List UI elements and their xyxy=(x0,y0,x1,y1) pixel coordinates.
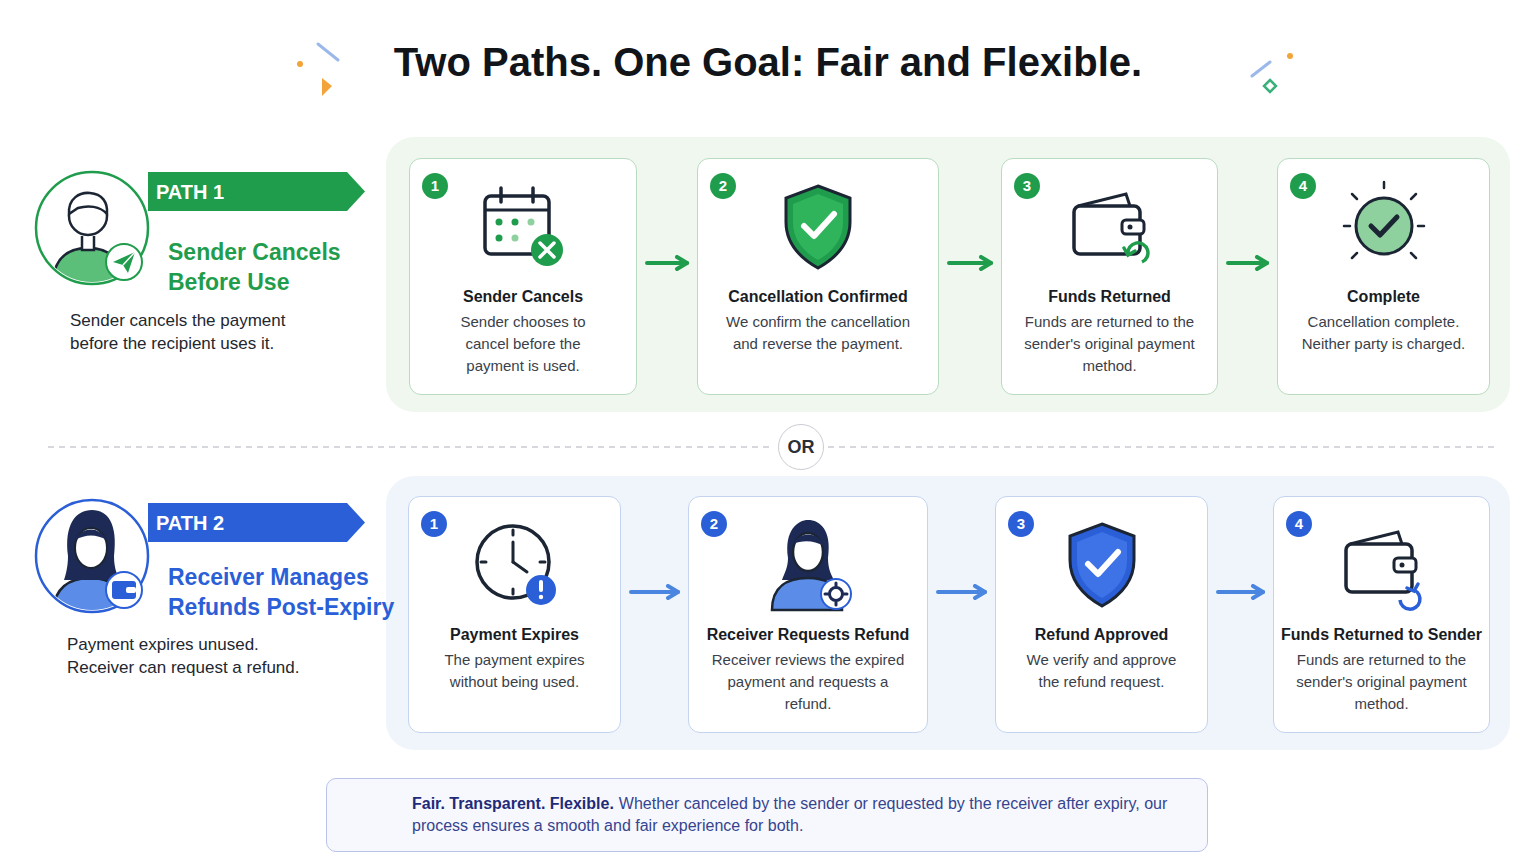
step-title: Receiver Requests Refund xyxy=(693,624,923,646)
step-box: Funds ReturnedFunds are returned to the … xyxy=(1001,158,1218,395)
step-description: Funds are returned to the sender's origi… xyxy=(1024,311,1196,377)
step-box: Refund Approved We verify and approve the… xyxy=(995,496,1208,733)
callout-number: 2 xyxy=(701,511,727,537)
step-description: The payment expires without being used. xyxy=(432,649,598,693)
step-description: Sender chooses to cancel before the paym… xyxy=(447,311,599,377)
step-box: Sender CancelsSender chooses to cancel b… xyxy=(409,158,637,395)
step-number: 1 xyxy=(421,511,447,537)
callout-number: 2 xyxy=(710,173,736,199)
path-heading: Receiver Manages Refunds Post-Expiry xyxy=(168,562,396,622)
step-box: Payment ExpiresThe payment expires witho… xyxy=(408,496,621,733)
step-number: 3 xyxy=(1014,173,1040,199)
path-heading: Sender Cancels Before Use xyxy=(168,237,368,297)
flow-arrow xyxy=(949,261,991,265)
step-description: We confirm the cancellation and reverse … xyxy=(715,311,921,355)
step-title: Sender Cancels xyxy=(414,286,632,308)
or-label: OR xyxy=(788,436,815,458)
step-box: CompleteCancellation complete. Neither p… xyxy=(1277,158,1490,395)
wallet-icon xyxy=(1332,514,1432,614)
step-title: Funds Returned xyxy=(1006,286,1213,308)
summary-box: Fair. Transparent. Flexible.Whether canc… xyxy=(326,778,1208,852)
path-tag: PATH 1 xyxy=(148,172,365,211)
step-number: 3 xyxy=(1008,511,1034,537)
callout-number: 4 xyxy=(1286,511,1312,537)
step-description: Receiver reviews the expired payment and… xyxy=(703,649,913,715)
shield-icon xyxy=(768,176,868,276)
step-number: 4 xyxy=(1290,173,1316,199)
callout-number: 1 xyxy=(422,173,448,199)
path-description: Sender cancels the payment before the re… xyxy=(70,309,310,355)
callout-number: 3 xyxy=(1014,173,1040,199)
callout-number: 3 xyxy=(1008,511,1034,537)
sender-avatar xyxy=(36,172,148,290)
or-circle: OR xyxy=(778,424,824,470)
step-box: Receiver Requests RefundReceiver reviews… xyxy=(688,496,928,733)
flow-arrow xyxy=(938,590,985,594)
step-description: We verify and approve the refund request… xyxy=(1018,649,1186,693)
calendar-icon xyxy=(473,176,573,276)
path2-panel xyxy=(386,476,1510,750)
callout-number: 1 xyxy=(421,511,447,537)
clock-icon xyxy=(465,514,565,614)
path-label: PATH 1 xyxy=(156,180,224,204)
flow-arrow xyxy=(1218,590,1263,594)
step-title: Payment Expires xyxy=(413,624,616,646)
step-number: 4 xyxy=(1286,511,1312,537)
step-title: Complete xyxy=(1282,286,1485,308)
step-number: 2 xyxy=(710,173,736,199)
receiver-gear-icon xyxy=(758,514,858,614)
wallet-icon xyxy=(1060,176,1160,276)
step-title: Cancellation Confirmed xyxy=(702,286,934,308)
receiver-avatar xyxy=(36,500,148,620)
callout-number: 4 xyxy=(1290,173,1316,199)
flow-arrow xyxy=(647,261,687,265)
path-tag: PATH 2 xyxy=(148,503,365,542)
flow-arrow xyxy=(631,590,678,594)
summary-lead: Fair. Transparent. Flexible. xyxy=(412,795,614,812)
path-description: Payment expires unused. Receiver can req… xyxy=(67,633,319,679)
complete-icon xyxy=(1334,176,1434,276)
path-label: PATH 2 xyxy=(156,511,224,535)
step-description: Funds are returned to the sender's origi… xyxy=(1296,649,1468,715)
path1-panel xyxy=(386,137,1510,412)
divider xyxy=(48,446,1495,448)
title: Two Paths. One Goal: Fair and Flexible. xyxy=(0,36,1536,88)
shield-icon xyxy=(1052,514,1152,614)
step-title: Refund Approved xyxy=(1000,624,1203,646)
step-number: 1 xyxy=(422,173,448,199)
step-box: Cancellation Confirmed We confirm the can… xyxy=(697,158,939,395)
step-number: 2 xyxy=(701,511,727,537)
step-description: Cancellation complete. Neither party is … xyxy=(1289,311,1479,355)
flow-arrow xyxy=(1228,261,1267,265)
step-title: Funds Returned to Sender xyxy=(1278,624,1485,646)
step-box: Funds Returned to SenderFunds are return… xyxy=(1273,496,1490,733)
